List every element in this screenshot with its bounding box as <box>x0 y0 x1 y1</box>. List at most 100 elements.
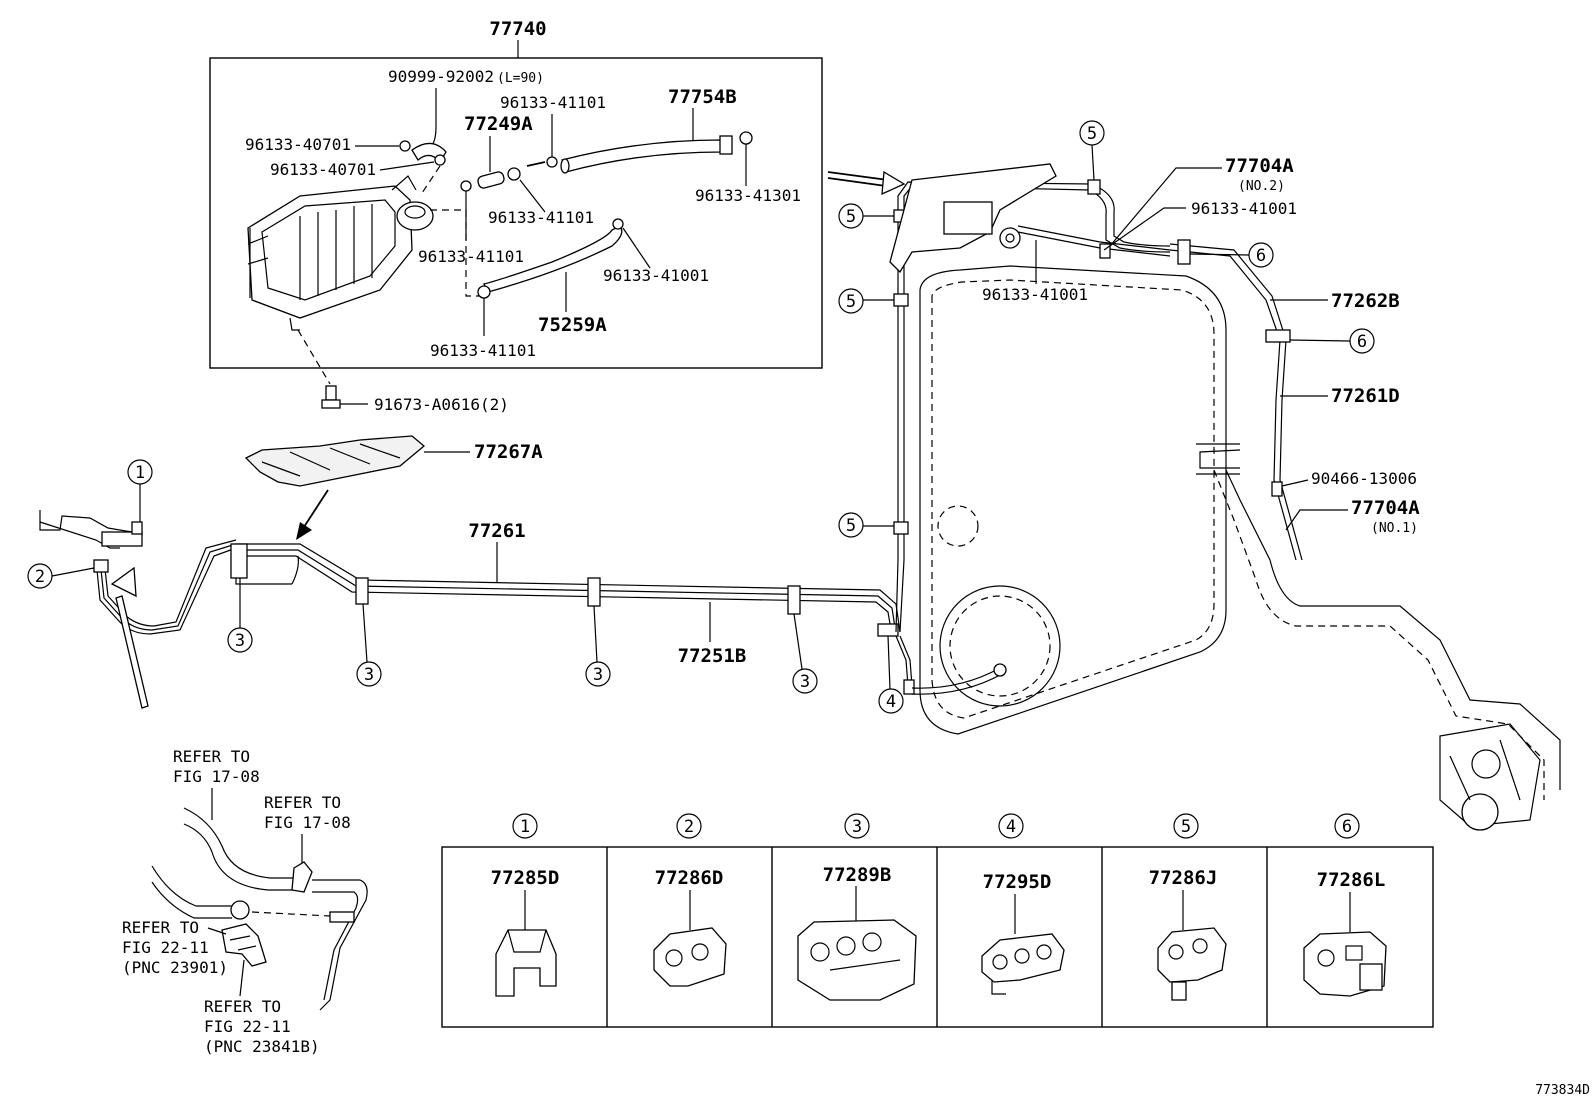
refer-note-2-line1: REFER TO <box>264 793 341 812</box>
callouts: 1 2 3 3 3 3 4 5 5 5 <box>27 120 1375 714</box>
svg-text:5: 5 <box>846 516 856 536</box>
label-77704A-no2: 77704A <box>1225 155 1294 177</box>
label-90466-13006: 90466-13006 <box>1311 469 1417 488</box>
label-96133-41301: 96133-41301 <box>695 186 801 205</box>
label-96133-41001-right: 96133-41001 <box>1191 199 1297 218</box>
clip-cell-1: 1 77285D <box>491 813 560 997</box>
clip-callout-5: 5 <box>1181 817 1191 837</box>
svg-text:5: 5 <box>846 207 856 227</box>
refer-note-4-line1: REFER TO <box>204 997 281 1016</box>
label-77267A: 77267A <box>474 441 543 463</box>
protector-77267A: 77267A <box>244 435 543 540</box>
callout-3-c <box>585 661 611 687</box>
svg-text:5: 5 <box>1087 124 1097 144</box>
main-fuel-pipes: 77261 77251B <box>230 520 1007 695</box>
clip-cell-5: 5 77286J <box>1149 813 1227 1001</box>
refer-note-1-line1: REFER TO <box>173 747 250 766</box>
svg-text:2: 2 <box>35 567 45 587</box>
refer-note-3-line3: (PNC 23901) <box>122 958 228 977</box>
label-77261: 77261 <box>468 520 525 542</box>
diagram-id: 773834D <box>1535 1083 1590 1098</box>
front-connection <box>39 510 237 709</box>
clip-cell-2: 2 77286D <box>653 813 727 987</box>
kit-label: 77740 <box>489 18 546 40</box>
clamp-40701-a <box>399 140 411 152</box>
label-91673-A0616: 91673-A0616(2) <box>374 395 509 414</box>
hose-77754B <box>561 139 723 173</box>
clip-part-5: 77286J <box>1149 867 1218 889</box>
clip-table: 1 77285D 2 77286D 3 77289B <box>441 813 1434 1028</box>
clip-callout-3: 3 <box>852 817 862 837</box>
clip-part-1: 77285D <box>491 867 560 889</box>
clip-cell-6: 6 77286L <box>1303 813 1387 997</box>
label-96133-41101-bottom: 96133-41101 <box>430 341 536 360</box>
label-96133-41101-left: 96133-41101 <box>418 247 524 266</box>
refer-notes: REFER TO FIG 17-08 REFER TO FIG 17-08 RE… <box>122 747 368 1056</box>
label-77261D: 77261D <box>1331 385 1400 407</box>
svg-text:3: 3 <box>235 631 245 651</box>
label-96133-41001-kit: 96133-41001 <box>603 266 709 285</box>
callout-5-b <box>838 288 864 314</box>
charcoal-canister <box>247 175 434 331</box>
clip-callout-6: 6 <box>1342 817 1352 837</box>
clip-part-3: 77289B <box>823 864 892 886</box>
callout-4 <box>878 688 904 714</box>
svg-text:6: 6 <box>1357 332 1367 352</box>
clamp-41001-kit <box>612 218 624 230</box>
clip-part-2: 77286D <box>655 867 724 889</box>
hose-77249A <box>477 171 505 189</box>
clip-callout-4: 4 <box>1006 817 1016 837</box>
label-77262B: 77262B <box>1331 290 1400 312</box>
tank-labels: 77704A (NO.2) 96133-41001 96133-41001 77… <box>982 155 1420 536</box>
fuel-tank <box>919 265 1561 831</box>
clip-cell-4: 4 77295D <box>981 813 1065 995</box>
callout-3-d <box>792 668 818 694</box>
refer-note-1-line2: FIG 17-08 <box>173 767 260 786</box>
clamp-41101-bottom <box>477 285 491 299</box>
clip-callout-2: 2 <box>684 817 694 837</box>
label-77754B: 77754B <box>668 86 737 108</box>
label-96133-40701-a: 96133-40701 <box>245 135 351 154</box>
svg-text:3: 3 <box>593 665 603 685</box>
label-90999-92002: 90999-92002 <box>388 67 494 86</box>
callout-3-b <box>356 661 382 687</box>
clamp-40701-b <box>434 154 446 166</box>
refer-note-3-line2: FIG 22-11 <box>122 938 209 957</box>
label-96133-41101-mid: 96133-41101 <box>488 208 594 227</box>
refer-note-4-line2: FIG 22-11 <box>204 1017 291 1036</box>
clip-part-4: 77295D <box>983 871 1052 893</box>
refer-note-2-line2: FIG 17-08 <box>264 813 351 832</box>
label-77704A-no1: 77704A <box>1351 497 1420 519</box>
label-77704A-no1-note: (NO.1) <box>1371 521 1418 536</box>
kit-box <box>209 57 823 369</box>
svg-text:1: 1 <box>135 463 145 483</box>
label-77704A-no2-note: (NO.2) <box>1238 179 1285 194</box>
label-75259A: 75259A <box>538 314 607 336</box>
svg-text:3: 3 <box>364 665 374 685</box>
canister-kit: 77740 90999-92002 (L=90) 96133-40701 961… <box>209 18 823 369</box>
callout-5-c <box>838 512 864 538</box>
clamp-41101-mid <box>507 167 521 181</box>
label-96133-40701-b: 96133-40701 <box>270 160 376 179</box>
refer-note-3-line1: REFER TO <box>122 918 199 937</box>
clamp-41101-top <box>546 156 558 168</box>
label-77251B: 77251B <box>678 645 747 667</box>
svg-text:6: 6 <box>1256 246 1266 266</box>
svg-text:4: 4 <box>886 692 896 712</box>
clip-cell-3: 3 77289B <box>797 813 917 1001</box>
svg-text:5: 5 <box>846 292 856 312</box>
clamp-41101-left <box>460 180 472 192</box>
label-96133-41101-top: 96133-41101 <box>500 93 606 112</box>
refer-note-4-line3: (PNC 23841B) <box>204 1037 320 1056</box>
bolt-91673: 91673-A0616(2) <box>297 329 509 414</box>
label-96133-41001-tank: 96133-41001 <box>982 285 1088 304</box>
clip-part-6: 77286L <box>1317 869 1386 891</box>
clamp-41301 <box>739 131 753 145</box>
svg-text:3: 3 <box>800 672 810 692</box>
label-77249A: 77249A <box>464 113 533 135</box>
tank-side-pipes <box>827 163 1303 633</box>
label-90999-note: (L=90) <box>497 71 544 86</box>
clip-callout-1: 1 <box>520 817 530 837</box>
